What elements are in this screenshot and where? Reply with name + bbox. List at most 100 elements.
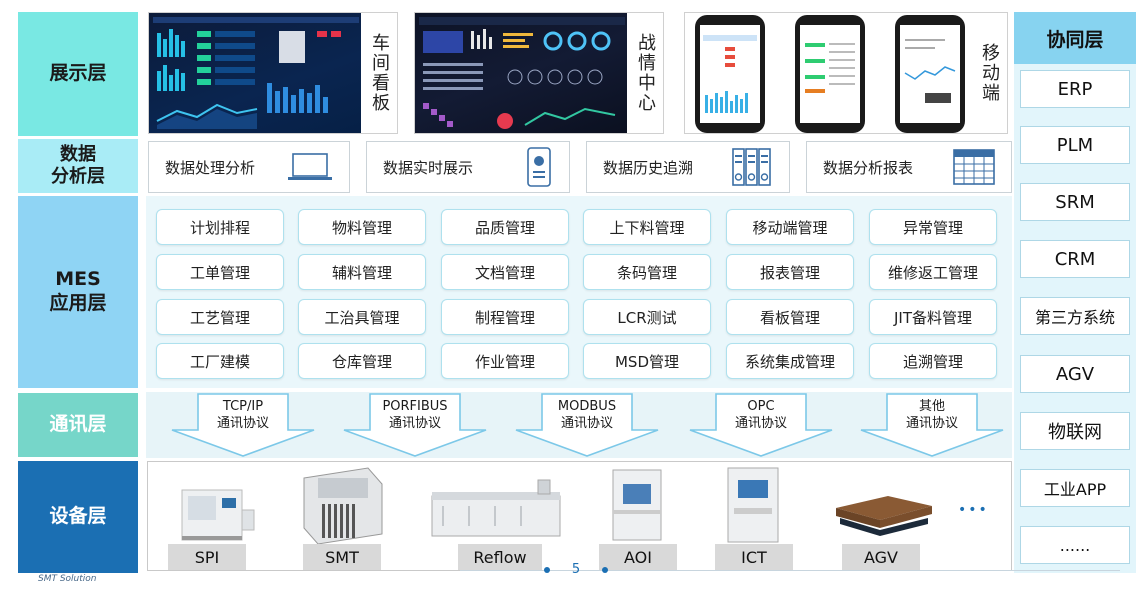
collaboration-column: 协同层 ERP PLM SRM CRM 第三方系统 AGV 物联网工业APP......: [1014, 12, 1136, 573]
mes-module-button[interactable]: 系统集成管理: [726, 343, 854, 379]
page-number: 5: [571, 562, 581, 577]
mes-module-button[interactable]: JIT备料管理: [869, 299, 997, 335]
laptop-icon: [288, 153, 332, 180]
layer-label-show: 展示层: [18, 12, 138, 136]
mes-module-button[interactable]: 移动端管理: [726, 209, 854, 245]
dot-icon: [544, 566, 550, 573]
protocol-desc: 通讯协议: [388, 416, 441, 431]
layer-label-mes: MES 应用层: [18, 196, 138, 388]
mes-module-button[interactable]: 条码管理: [583, 254, 711, 290]
protocol-label: 其他通讯协议: [857, 398, 1007, 432]
layer-label-data: 数据 分析层: [18, 139, 138, 193]
collab-item[interactable]: PLM: [1020, 126, 1130, 164]
collab-item[interactable]: 物联网: [1020, 412, 1130, 450]
data-analysis-row: 数据处理分析 数据实时展示 数据历史追溯 数据分析报表: [148, 141, 1012, 193]
mes-module-button[interactable]: 工治具管理: [298, 299, 426, 335]
war-room-dashboard-image: [415, 13, 627, 133]
down-arrow-icon: [171, 393, 315, 457]
war-room-label: 战情中心: [627, 13, 663, 133]
collab-item[interactable]: AGV: [1020, 355, 1130, 393]
mes-module-button[interactable]: 辅料管理: [298, 254, 426, 290]
mes-module-button[interactable]: 报表管理: [726, 254, 854, 290]
protocol-arrow: 其他通讯协议: [857, 392, 1007, 458]
aoi-machine-image: [612, 469, 662, 541]
collab-item[interactable]: 第三方系统: [1020, 297, 1130, 335]
collab-item[interactable]: CRM: [1020, 240, 1130, 278]
mes-module-button[interactable]: 物料管理: [298, 209, 426, 245]
device-label: AGV: [842, 544, 920, 570]
mes-module-button[interactable]: 工单管理: [156, 254, 284, 290]
footer-brand: SMT Solution: [38, 574, 97, 584]
mes-module-button[interactable]: 文档管理: [441, 254, 569, 290]
protocol-arrow: OPC 通讯协议: [686, 392, 836, 458]
protocol-desc: 通讯协议: [905, 416, 958, 431]
protocol-name: 其他: [918, 399, 945, 414]
mes-module-button[interactable]: 看板管理: [726, 299, 854, 335]
device-label: ICT: [715, 544, 793, 570]
mes-module-button[interactable]: 工厂建模: [156, 343, 284, 379]
dot-icon: [602, 566, 608, 573]
protocol-desc: 通讯协议: [216, 416, 269, 431]
device-label: Reflow: [458, 544, 542, 570]
collab-item[interactable]: SRM: [1020, 183, 1130, 221]
layer-label-device: 设备层: [18, 461, 138, 573]
layer-label-comm: 通讯层: [18, 393, 138, 457]
mes-module-button[interactable]: 追溯管理: [869, 343, 997, 379]
data-box-history: 数据历史追溯: [586, 141, 790, 193]
reflow-oven-image: [431, 479, 561, 537]
collab-item[interactable]: ......: [1020, 526, 1130, 564]
data-box-label: 数据历史追溯: [603, 158, 694, 177]
server-rack-icon: [732, 148, 771, 186]
data-box-processing: 数据处理分析: [148, 141, 350, 193]
mobile-phones-image: [685, 13, 971, 133]
collaboration-title: 协同层: [1014, 12, 1136, 64]
mobile-label: 移动端: [971, 13, 1007, 133]
data-box-label: 数据处理分析: [165, 158, 256, 177]
workshop-board-screen: 车间看板: [148, 12, 398, 134]
more-devices-ellipsis: •••: [958, 502, 989, 518]
phone-settings-icon: [527, 147, 551, 187]
protocol-label: PORFIBUS 通讯协议: [340, 398, 490, 432]
protocol-name: OPC: [747, 399, 775, 414]
down-arrow-icon: [689, 393, 833, 457]
mobile-screen: 移动端: [684, 12, 1008, 134]
down-arrow-icon: [343, 393, 487, 457]
workshop-dashboard-image: [149, 13, 361, 133]
device-label: AOI: [599, 544, 677, 570]
protocol-name: PORFIBUS: [382, 399, 448, 414]
mes-module-button[interactable]: MSD管理: [583, 343, 711, 379]
mes-module-button[interactable]: 作业管理: [441, 343, 569, 379]
mes-module-button[interactable]: 仓库管理: [298, 343, 426, 379]
display-panel: 车间看板 战情中心: [145, 12, 1011, 136]
mes-module-button[interactable]: 维修返工管理: [869, 254, 997, 290]
war-room-screen: 战情中心: [414, 12, 664, 134]
protocol-arrow: PORFIBUS 通讯协议: [340, 392, 490, 458]
ict-machine-image: [727, 467, 779, 543]
collab-item[interactable]: 工业APP: [1020, 469, 1130, 507]
mes-module-button[interactable]: 制程管理: [441, 299, 569, 335]
agv-image: [836, 496, 932, 536]
mes-module-button[interactable]: 工艺管理: [156, 299, 284, 335]
mes-module-button[interactable]: 异常管理: [869, 209, 997, 245]
mes-modules-area: 计划排程物料管理品质管理上下料管理移动端管理异常管理工单管理辅料管理文档管理条码…: [146, 196, 1012, 388]
mes-module-button[interactable]: 品质管理: [441, 209, 569, 245]
down-arrow-icon: [860, 393, 1004, 457]
data-box-label: 数据实时展示: [383, 158, 474, 177]
protocol-name: MODBUS: [557, 399, 617, 414]
footer-divider: [460, 570, 1120, 571]
mes-module-button[interactable]: 计划排程: [156, 209, 284, 245]
collab-item[interactable]: ERP: [1020, 70, 1130, 108]
data-box-report: 数据分析报表: [806, 141, 1012, 193]
protocol-label: OPC 通讯协议: [686, 398, 836, 432]
protocol-desc: 通讯协议: [734, 416, 787, 431]
down-arrow-icon: [515, 393, 659, 457]
device-label: SMT: [303, 544, 381, 570]
mes-module-button[interactable]: LCR测试: [583, 299, 711, 335]
spi-machine-image: [181, 489, 255, 541]
mes-module-button[interactable]: 上下料管理: [583, 209, 711, 245]
